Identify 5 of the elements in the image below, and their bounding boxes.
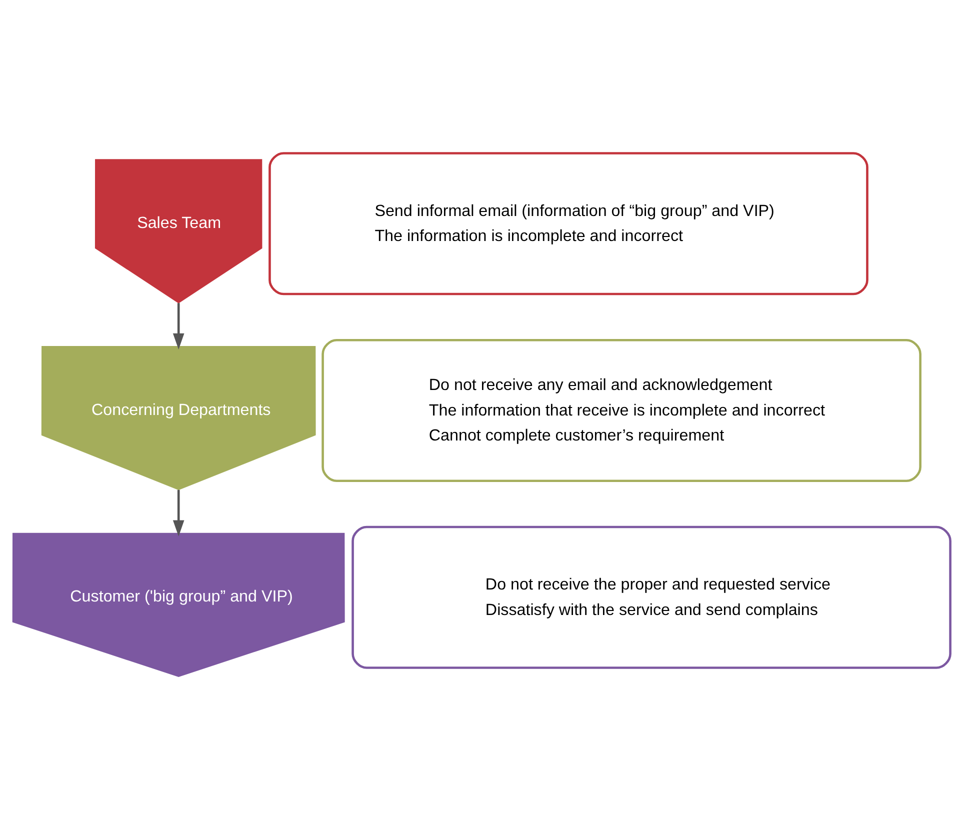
arrow (172, 303, 184, 350)
node-box: Do not receive any email and acknowledgement The information that receive is incomplete and incorrect Cannot complete customer’s requirement (322, 338, 922, 482)
node-box: Send informal email (information of “big group” and VIP) The information is incomplete and incorrect (268, 152, 868, 296)
node-box: Do not receive the proper and requested service Dissatisfy with the service and send complains (352, 526, 952, 669)
arrow (172, 490, 184, 536)
